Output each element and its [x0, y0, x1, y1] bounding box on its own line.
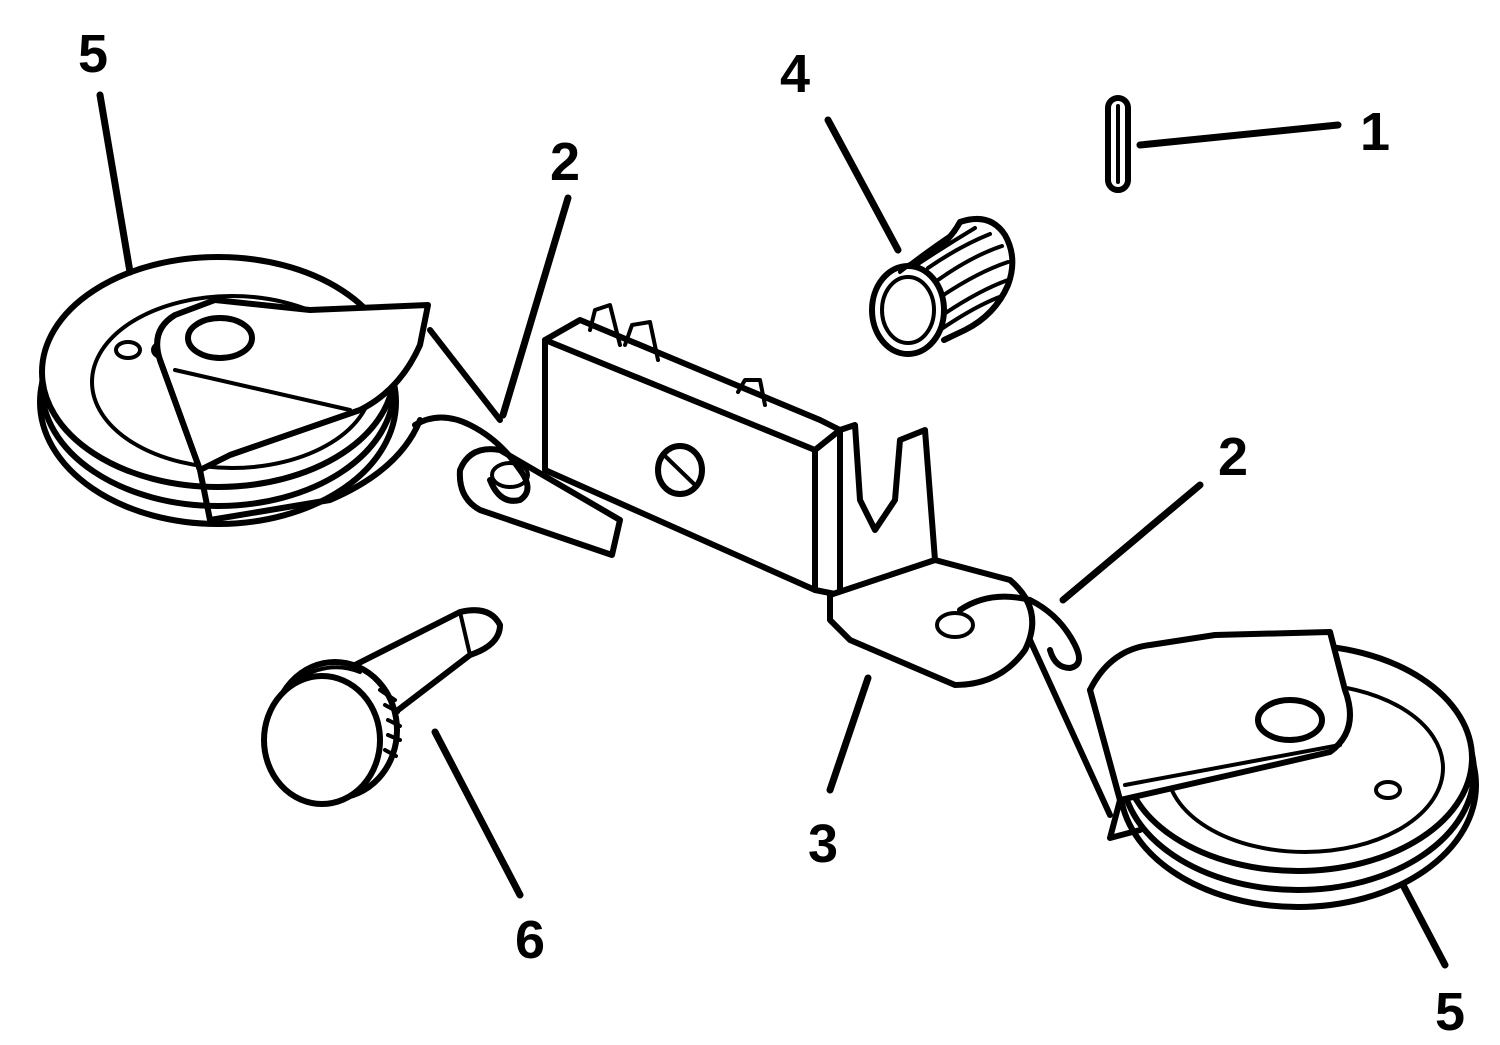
- leader-spring: [824, 116, 902, 254]
- part-pulley-right: [1087, 629, 1479, 910]
- part-pin: [1105, 95, 1131, 193]
- part-spring: [869, 216, 1016, 357]
- leader-bracket: [826, 674, 872, 794]
- callout-link-left: 2: [550, 132, 580, 192]
- callout-numbers: 1 4 2 2 3 5 5 6: [78, 24, 1465, 1042]
- part-link-right: [957, 593, 1113, 818]
- part-thumb-screw: [261, 607, 503, 807]
- leader-link-right: [1059, 481, 1204, 604]
- leader-pin: [1136, 121, 1342, 149]
- callout-pulley-left: 5: [78, 24, 108, 84]
- callout-bracket: 3: [808, 814, 838, 874]
- callout-thumb-screw: 6: [515, 910, 545, 970]
- part-pulley-left: [37, 254, 431, 527]
- leader-lines: [96, 91, 1449, 969]
- part-link-left: [412, 327, 531, 504]
- callout-pin: 1: [1360, 102, 1390, 162]
- leader-thumb-screw: [431, 728, 524, 899]
- callout-link-right: 2: [1218, 427, 1248, 487]
- callout-spring: 4: [780, 44, 810, 104]
- leader-pulley-left: [96, 91, 134, 276]
- leader-link-left: [499, 194, 572, 419]
- part-bracket: [456, 303, 1036, 688]
- leader-pulley-right: [1399, 881, 1449, 969]
- callout-pulley-right: 5: [1435, 982, 1465, 1042]
